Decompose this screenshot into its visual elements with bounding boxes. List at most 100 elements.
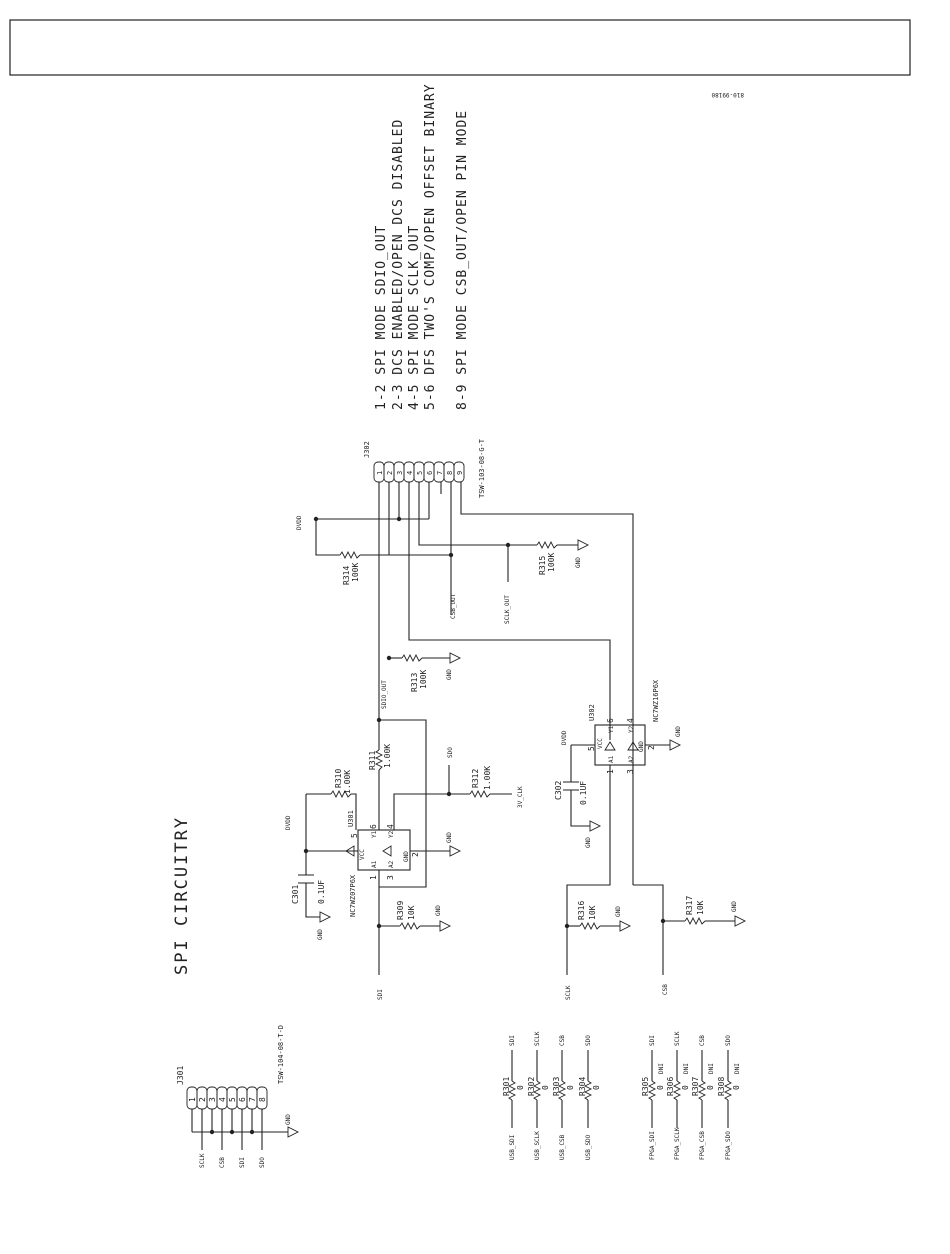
gnd-icon <box>619 920 632 932</box>
svg-text:10K: 10K <box>588 905 597 920</box>
svg-text:8: 8 <box>258 1097 267 1102</box>
svg-text:A1: A1 <box>608 755 615 763</box>
r310-resistor: R310 1.00K <box>330 769 352 799</box>
c302-capacitor: C302 0.1UF <box>554 781 588 805</box>
svg-text:SDI: SDI <box>509 1035 516 1046</box>
page-title: SPI CIRCUITRY <box>172 816 192 975</box>
csb-label: CSB <box>662 984 669 995</box>
r317-resistor: R317 10K <box>684 896 706 926</box>
gnd-label-r316: GND <box>615 906 622 917</box>
r313-resistor: R313 100K <box>401 653 428 692</box>
j301-signal-csb: CSB <box>219 1157 226 1168</box>
svg-text:DNI: DNI <box>734 1063 741 1074</box>
svg-text:R309: R309 <box>396 901 405 920</box>
svg-text:6: 6 <box>238 1097 247 1102</box>
svg-text:2: 2 <box>198 1097 207 1102</box>
gnd-label-r315: GND <box>575 557 582 568</box>
svg-text:A2: A2 <box>628 755 635 763</box>
j301-signal-sclk: SCLK <box>199 1153 206 1168</box>
svg-text:FPGA_CSB: FPGA_CSB <box>699 1131 706 1160</box>
svg-text:7: 7 <box>248 1097 257 1102</box>
svg-text:R302: R302 <box>527 1077 536 1096</box>
usb-bank-r302: USB_SCLK SCLK R302 0 <box>527 1031 550 1160</box>
svg-text:2: 2 <box>411 852 420 857</box>
svg-text:0.1UF: 0.1UF <box>317 880 326 904</box>
svg-text:U302: U302 <box>588 704 596 721</box>
svg-text:4: 4 <box>626 718 635 723</box>
svg-text:CSB: CSB <box>559 1035 566 1046</box>
j302-ref: J302 <box>363 441 371 458</box>
svg-text:U301: U301 <box>347 810 355 827</box>
gnd-icon <box>577 539 590 551</box>
svg-text:VCC: VCC <box>359 849 366 860</box>
gnd-icon <box>449 845 462 857</box>
svg-text:GND: GND <box>403 851 410 862</box>
svg-text:3: 3 <box>208 1097 217 1102</box>
svg-text:5: 5 <box>350 833 359 838</box>
svg-text:R306: R306 <box>666 1077 675 1096</box>
svg-text:J301: J301 <box>176 1066 185 1085</box>
dvdd-label-top: DVDD <box>296 515 303 530</box>
svg-text:R317: R317 <box>685 896 694 915</box>
u301-wiring <box>303 765 512 975</box>
j302-note-5: 8-9 SPI MODE CSB_OUT/OPEN PIN MODE <box>455 110 470 410</box>
svg-text:A2: A2 <box>388 860 395 868</box>
dvdd-label-u301: DVDD <box>285 815 292 830</box>
fpga-bank-r306: FPGA_SCLK SCLK R306 0 DNI <box>666 1031 690 1160</box>
svg-text:100K: 100K <box>351 563 360 582</box>
svg-text:3: 3 <box>386 875 395 880</box>
clk3v-label: 3V_CLK <box>517 786 524 808</box>
svg-text:0: 0 <box>656 1085 665 1090</box>
sclk-out-label: SCLK_OUT <box>504 595 511 624</box>
gnd-label-c302: GND <box>585 837 592 848</box>
svg-text:6: 6 <box>606 718 615 723</box>
gnd-icon <box>669 739 682 751</box>
svg-text:6: 6 <box>369 824 378 829</box>
gnd-icon <box>287 1126 300 1138</box>
svg-text:R304: R304 <box>578 1077 587 1096</box>
j302-note-1: 1-2 SPI MODE SDIO_OUT <box>374 225 389 410</box>
svg-text:NC7WZ07P6X: NC7WZ07P6X <box>349 874 357 917</box>
svg-text:R315: R315 <box>538 556 547 575</box>
r312-resistor: R312 1.00K <box>469 766 492 799</box>
j301-header: J301 1 2 3 4 5 6 7 8 TSW-104-08-T-D <box>176 1025 285 1110</box>
j302-notes: 1-2 SPI MODE SDIO_OUT 2-3 DCS ENABLED/OP… <box>374 83 470 410</box>
svg-text:A1: A1 <box>371 860 378 868</box>
gnd-label-u301: GND <box>446 832 453 843</box>
svg-text:FPGA_SCLK: FPGA_SCLK <box>674 1127 681 1160</box>
r309-resistor: R309 10K <box>396 901 421 931</box>
j302-pin-9: 9 <box>456 471 464 475</box>
r315-resistor: R315 100K <box>536 540 558 575</box>
svg-text:SDI: SDI <box>649 1035 656 1046</box>
svg-text:R307: R307 <box>691 1077 700 1096</box>
svg-text:5: 5 <box>228 1097 237 1102</box>
j302-pin-7: 7 <box>436 471 444 475</box>
svg-text:R303: R303 <box>552 1077 561 1096</box>
svg-text:Y2: Y2 <box>628 725 635 733</box>
j302-pin-1: 1 <box>376 471 384 475</box>
fpga-resistor-bank: FPGA_SDI SDI R305 0 DNI FPGA_SCLK SCLK R… <box>641 1031 741 1160</box>
svg-text:USB_SCLK: USB_SCLK <box>534 1131 541 1160</box>
svg-text:0: 0 <box>541 1085 550 1090</box>
j301-signal-sdo: SDO <box>259 1157 266 1168</box>
svg-text:SDO: SDO <box>725 1035 732 1046</box>
usb-resistor-bank: USB_SDI SDI R301 0 USB_SCLK SCLK R302 0 … <box>502 1031 601 1160</box>
u301-chip: U301 NC7WZ07P6X A1 GND A2 Y2 VCC Y1 1 2 … <box>345 810 420 917</box>
gnd-label-r313: GND <box>446 669 453 680</box>
fpga-bank-r308: FPGA_SDO SDO R308 0 DNI <box>717 1035 741 1160</box>
title-block <box>9 19 911 76</box>
svg-text:SDO: SDO <box>585 1035 592 1046</box>
j302-pin-8: 8 <box>446 471 454 475</box>
svg-text:VCC: VCC <box>597 738 604 749</box>
svg-text:2: 2 <box>647 745 656 750</box>
svg-text:DNI: DNI <box>658 1063 665 1074</box>
j302-wiring <box>313 482 634 885</box>
svg-text:TSW-104-08-T-D: TSW-104-08-T-D <box>277 1025 285 1084</box>
j301-signal-sdi: SDI <box>239 1157 246 1168</box>
svg-text:USB_CSB: USB_CSB <box>559 1134 566 1160</box>
svg-text:NC7WZ16P6X: NC7WZ16P6X <box>652 679 660 722</box>
j302-note-3: 4-5 SPI MODE SCLK_OUT <box>407 225 422 410</box>
sclk-label: SCLK <box>565 985 572 1000</box>
svg-text:R316: R316 <box>577 901 586 920</box>
sdio-out-label: SDIO_OUT <box>381 680 388 709</box>
